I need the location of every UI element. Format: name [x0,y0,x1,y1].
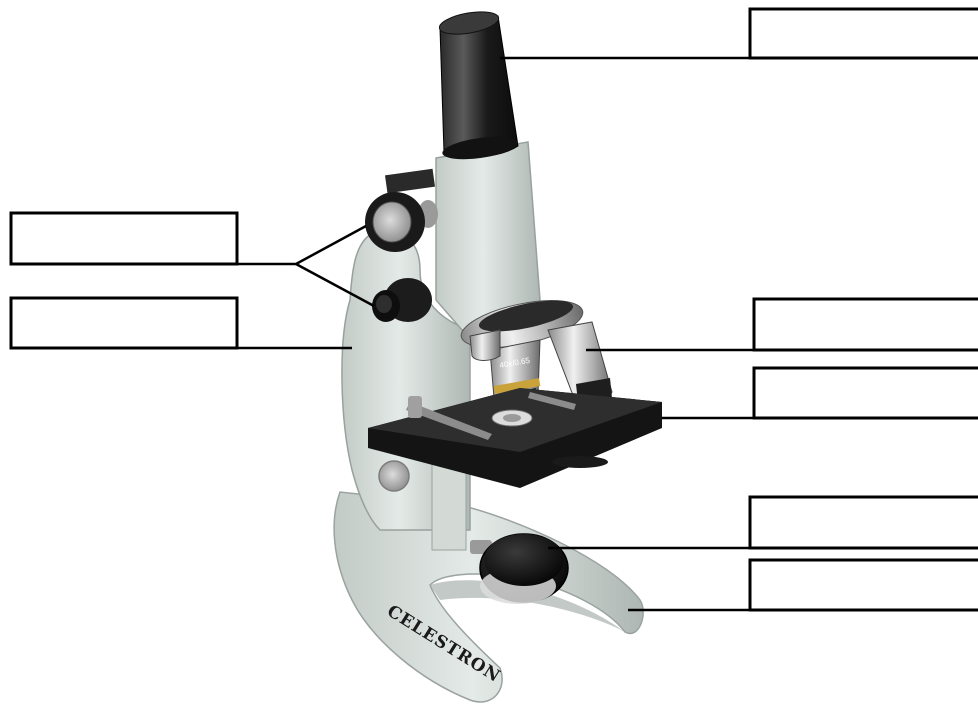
arm-medallion [379,461,409,491]
coarse-focus-knob [365,192,438,252]
label-box-eyepiece[interactable] [750,9,978,58]
mirror [470,534,568,604]
body-tube [436,142,540,330]
label-box-stage[interactable] [754,368,978,418]
label-box-objective-lenses[interactable] [754,299,978,350]
label-box-fine-focus-knob[interactable] [11,298,237,348]
label-box-base[interactable] [750,560,978,610]
eyepiece-tube [440,16,518,157]
label-box-mirror[interactable] [750,497,978,548]
label-box-coarse-focus-knob[interactable] [11,213,237,264]
head-block [385,169,435,194]
microscope: 40x/0.65 CELESTRON [334,8,662,702]
